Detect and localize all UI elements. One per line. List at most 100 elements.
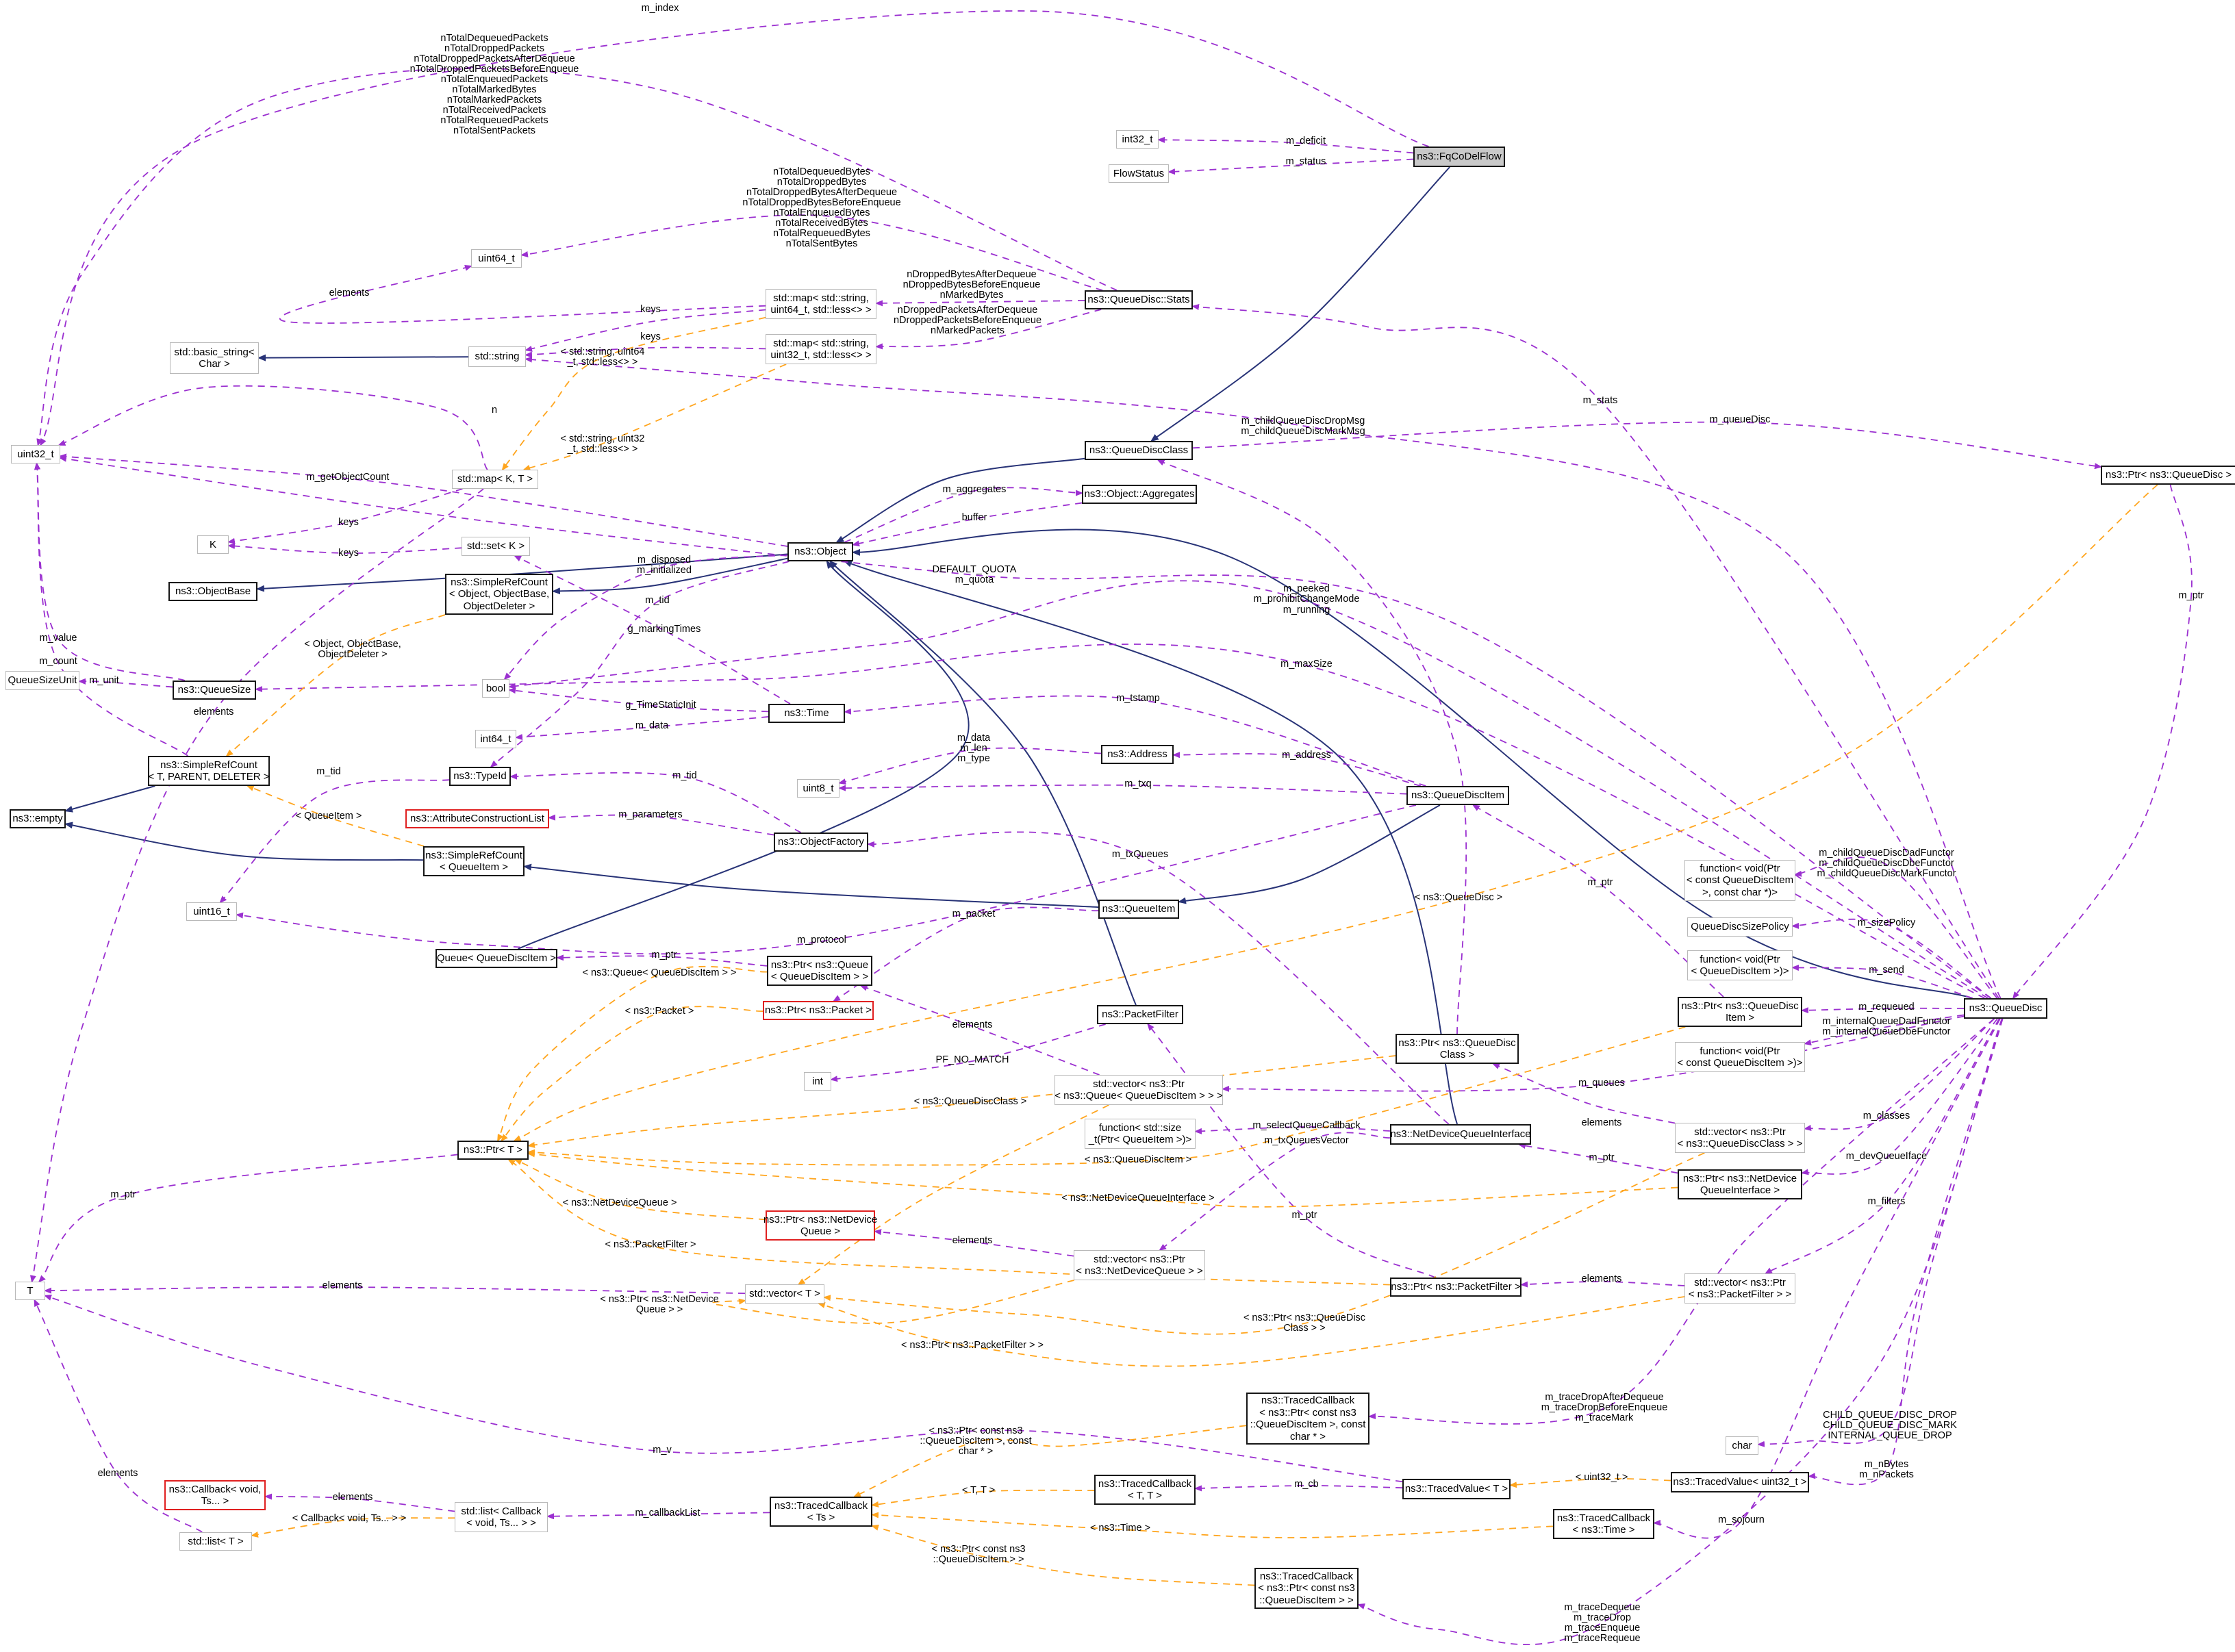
edge-ptrQueueQDI-ptrT [497,965,768,1142]
class-node-label: ns3::QueueItem [1102,903,1176,915]
class-node-objectbase[interactable]: ns3::ObjectBase [168,582,257,601]
edge-queuediscitem-uint8 [838,784,1407,795]
class-node-simplerefTPD[interactable]: ns3::SimpleRefCount< T, PARENT, DELETER … [148,756,270,786]
class-node-address[interactable]: ns3::Address [1101,745,1174,764]
class-node-queuesizeunit[interactable]: QueueSizeUnit [5,671,79,690]
class-node-queuediscitem[interactable]: ns3::QueueDiscItem [1406,786,1509,805]
class-node-qdsp[interactable]: QueueDiscSizePolicy [1687,917,1793,937]
class-node-vectorQueues[interactable]: std::vector< ns3::Ptr< ns3::Queue< Queue… [1055,1075,1223,1105]
class-node-queuedisc[interactable]: ns3::QueueDisc [1964,998,2047,1019]
edge-label: m_prohibitChangeMode [1253,594,1360,605]
class-node-simplerefQI[interactable]: ns3::SimpleRefCount< QueueItem > [423,846,525,876]
class-node-funcSend[interactable]: function< void(Ptr< QueueDiscItem >)> [1687,950,1793,980]
edge-label: m_protocol [797,935,846,945]
class-node-tvU32[interactable]: ns3::TracedValue< uint32_t > [1671,1472,1809,1492]
class-node-map64[interactable]: std::map< std::string,uint64_t, std::les… [766,289,876,319]
class-node-label: ns3::Callback< void, [168,1483,262,1495]
class-node-label: char [1732,1439,1752,1451]
edge-queuedisc-tvU32 [1808,1018,2004,1486]
edge-qdclass-object [835,457,1085,544]
class-node-tcTime[interactable]: ns3::TracedCallback< ns3::Time > [1553,1509,1654,1539]
edge-label: < ns3::Ptr< const ns3 [929,1425,1023,1436]
class-node-tcTs[interactable]: ns3::TracedCallback< Ts > [770,1497,872,1527]
class-node-uint64[interactable]: uint64_t [471,249,522,268]
class-node-ptrQueueQDI[interactable]: ns3::Ptr< ns3::Queue< QueueDiscItem > > [767,956,872,986]
class-node-tcTT[interactable]: ns3::TracedCallback< T, T > [1094,1475,1196,1505]
class-node-listCb[interactable]: std::list< Callback< void, Ts... > > [455,1502,548,1532]
edge-label: m_ptr [1587,877,1613,888]
class-node-char[interactable]: char [1726,1436,1758,1455]
class-node-T[interactable]: T [15,1282,45,1300]
class-node-funcDad1[interactable]: function< void(Ptr< const QueueDiscItem … [1675,1042,1805,1072]
class-node-queueQDI[interactable]: Queue< QueueDiscItem > [435,949,557,968]
class-node-vectorNDQ[interactable]: std::vector< ns3::Ptr< ns3::NetDeviceQue… [1074,1250,1205,1280]
edge-label: ObjectDeleter > [318,649,388,660]
edge-label: m_txq [1124,778,1152,789]
edge-aggregates-object [852,502,1083,547]
class-node-tvT[interactable]: ns3::TracedValue< T > [1402,1479,1511,1499]
class-node-empty[interactable]: ns3::empty [10,809,66,828]
class-node-label: ns3::TracedCallback [774,1499,868,1512]
edge-label: < ns3::Ptr< ns3::PacketFilter > > [901,1340,1044,1351]
class-node-setK[interactable]: std::set< K > [462,537,530,556]
class-node-queuesize[interactable]: ns3::QueueSize [173,681,256,700]
edge-queuediscitem-queueitem [1178,804,1441,904]
edge-label: < QueueItem > [295,811,362,822]
class-node-object[interactable]: ns3::Object [787,542,853,561]
class-node-objectfactory[interactable]: ns3::ObjectFactory [774,833,868,852]
edge-label: nTotalSentBytes [785,238,858,249]
class-node-int[interactable]: int [804,1072,831,1091]
class-node-bool[interactable]: bool [482,679,509,698]
class-node-map32[interactable]: std::map< std::string,uint32_t, std::les… [766,334,876,364]
edge-typeid-uint16 [219,779,450,904]
edge-label: < std::string, uint32 [560,433,645,444]
class-node-label: std::map< std::string, [773,292,869,304]
class-node-uint16[interactable]: uint16_t [186,902,237,921]
class-node-fqcodel[interactable]: ns3::FqCoDelFlow [1413,147,1505,167]
class-node-tcPtr[interactable]: ns3::TracedCallback< ns3::Ptr< const ns3… [1254,1568,1359,1609]
class-node-ndqi[interactable]: ns3::NetDeviceQueueInterface [1390,1124,1531,1145]
class-node-basicstring[interactable]: std::basic_string<Char > [170,342,259,374]
class-node-time[interactable]: ns3::Time [768,704,845,723]
class-node-vectorPF[interactable]: std::vector< ns3::Ptr< ns3::PacketFilter… [1684,1273,1795,1304]
class-node-K[interactable]: K [197,535,229,554]
class-node-funcSelect[interactable]: function< std::size_t(Ptr< QueueItem >)> [1085,1119,1196,1149]
class-node-listT[interactable]: std::list< T > [179,1532,252,1551]
edge-label: m_tstamp [1116,693,1160,704]
class-node-callback[interactable]: ns3::Callback< void,Ts... > [164,1480,266,1510]
class-node-vectorT[interactable]: std::vector< T > [745,1284,824,1304]
class-node-ptrPacket[interactable]: ns3::Ptr< ns3::Packet > [763,1001,874,1020]
class-node-stdstring[interactable]: std::string [468,346,526,367]
class-node-packetfilter[interactable]: ns3::PacketFilter [1097,1005,1183,1024]
class-node-flowstatus[interactable]: FlowStatus [1109,164,1169,183]
class-node-aggregates[interactable]: ns3::Object::Aggregates [1082,485,1197,504]
class-node-simplerefObj[interactable]: ns3::SimpleRefCount< Object, ObjectBase,… [445,574,553,615]
class-node-int32[interactable]: int32_t [1116,130,1159,149]
edge-label: < ns3::QueueDisc > [1414,892,1503,903]
class-node-label: ns3::Ptr< ns3::Packet > [765,1004,872,1017]
class-node-ptrPF[interactable]: ns3::Ptr< ns3::PacketFilter > [1390,1278,1521,1297]
edge-label: PF_NO_MATCH [935,1054,1009,1065]
class-node-funcDad3[interactable]: function< void(Ptr< const QueueDiscItem>… [1684,860,1795,901]
class-node-uint32[interactable]: uint32_t [11,445,60,463]
class-node-label: function< void(Ptr [1700,1045,1780,1057]
class-node-queueitem[interactable]: ns3::QueueItem [1098,900,1179,919]
class-node-uint8[interactable]: uint8_t [797,779,839,798]
edge-label: nTotalDroppedPackets [444,43,544,54]
class-node-mapKT[interactable]: std::map< K, T > [452,470,538,489]
class-node-acl[interactable]: ns3::AttributeConstructionList [405,809,549,828]
class-node-ptrQueueDisc[interactable]: ns3::Ptr< ns3::QueueDisc > [2101,466,2235,485]
class-node-ptrT[interactable]: ns3::Ptr< T > [457,1141,529,1160]
class-node-vectorQDC[interactable]: std::vector< ns3::Ptr< ns3::QueueDiscCla… [1675,1123,1805,1153]
edge-label: g_TimeStaticInit [625,700,696,711]
class-node-typeid[interactable]: ns3::TypeId [449,767,511,786]
class-node-tcPtrChar[interactable]: ns3::TracedCallback< ns3::Ptr< const ns3… [1246,1393,1369,1445]
class-node-qdclass[interactable]: ns3::QueueDiscClass [1085,441,1193,460]
class-node-int64[interactable]: int64_t [475,730,516,748]
class-node-label: < ns3::PacketFilter > > [1688,1288,1792,1300]
class-node-stats[interactable]: ns3::QueueDisc::Stats [1085,290,1193,309]
